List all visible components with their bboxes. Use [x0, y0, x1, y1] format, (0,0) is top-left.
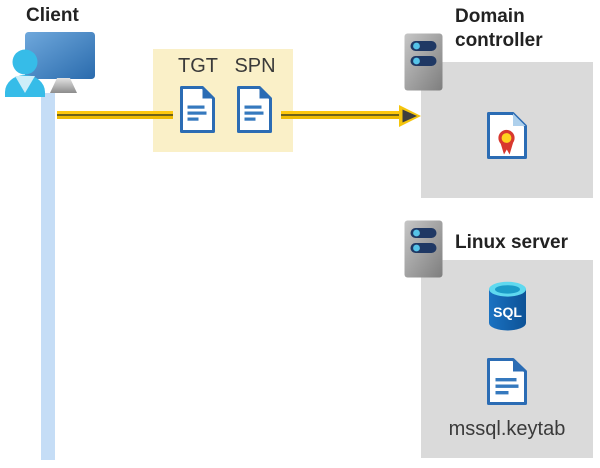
person-icon — [5, 49, 45, 97]
arrowhead-icon — [399, 105, 421, 127]
client-computer-icon — [5, 32, 95, 97]
certificate-icon — [487, 112, 527, 159]
linux-server-icon — [404, 220, 443, 278]
sql-database-icon: SQL — [489, 281, 526, 331]
keytab-filename-label: mssql.keytab — [448, 418, 566, 440]
tgt-document-icon — [180, 86, 215, 133]
kerberos-arrow-line-right — [281, 111, 400, 119]
tgt-label: TGT — [178, 55, 218, 77]
sql-icon-label: SQL — [493, 304, 522, 320]
keytab-document-icon — [487, 358, 527, 405]
domain-controller-label: Domain controller — [455, 6, 543, 51]
client-connection-line — [41, 93, 55, 460]
spn-label: SPN — [234, 55, 276, 77]
client-label: Client — [26, 5, 79, 26]
domain-controller-server-icon — [404, 33, 443, 91]
kerberos-arrow-line-left — [57, 111, 173, 119]
linux-server-label: Linux server — [455, 232, 568, 253]
spn-document-icon — [237, 86, 272, 133]
monitor-icon — [25, 32, 95, 93]
